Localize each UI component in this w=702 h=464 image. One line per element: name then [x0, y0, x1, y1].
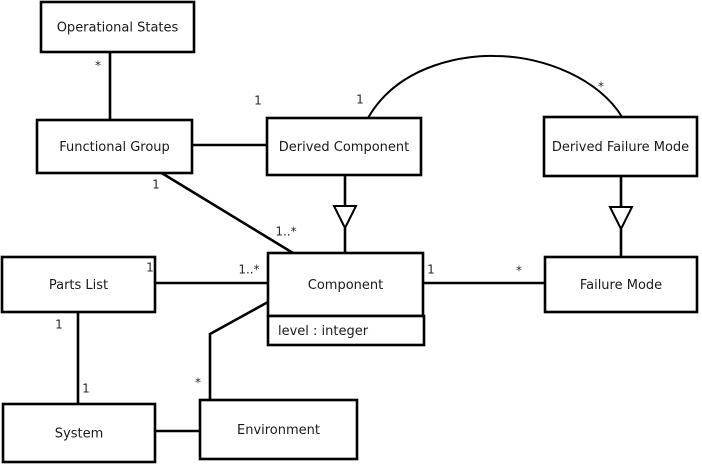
class-environment[interactable]: Environment	[198, 398, 359, 461]
class-name-environment: Environment	[237, 423, 320, 438]
association-environment-component	[208, 300, 269, 400]
multiplicity-layer: * 1 1 1..* 1 * 1 1..* 1 * 1 1 *	[55, 59, 604, 396]
generalization-triangle-derived-failure-mode	[608, 206, 634, 232]
class-name-functional-group: Functional Group	[59, 140, 170, 155]
class-box-system[interactable]	[1, 402, 157, 464]
multiplicity-component-failuremode-one: 1	[427, 263, 435, 277]
generalization-triangle-derived-component	[332, 205, 358, 231]
class-box-component[interactable]	[266, 251, 425, 318]
multiplicity-derivedfailuremode-arc-star: *	[598, 80, 604, 94]
class-name-system: System	[55, 427, 103, 442]
class-name-derived-failure-mode: Derived Failure Mode	[552, 140, 689, 155]
multiplicity-functionalgroup-component-one: 1	[152, 178, 160, 192]
class-system[interactable]: System	[1, 402, 157, 464]
class-failure-mode[interactable]: Failure Mode	[543, 255, 699, 314]
class-functional-group[interactable]: Functional Group	[35, 118, 194, 175]
class-box-environment[interactable]	[198, 398, 359, 461]
class-box-derived-component[interactable]	[265, 116, 423, 177]
multiplicity-partslist-component-onemany: 1..*	[238, 263, 259, 277]
class-name-derived-component: Derived Component	[279, 140, 410, 155]
class-box-operational-states[interactable]	[39, 0, 196, 54]
class-component[interactable]: Component level : integer	[266, 251, 426, 347]
class-derived-failure-mode[interactable]: Derived Failure Mode	[542, 115, 699, 178]
class-parts-list[interactable]: Parts List	[0, 255, 157, 314]
class-box-parts-list[interactable]	[0, 255, 157, 314]
class-box-functional-group[interactable]	[35, 118, 194, 175]
multiplicity-partslist-system-bottom-one: 1	[82, 382, 90, 396]
class-derived-component[interactable]: Derived Component	[265, 116, 423, 177]
class-name-failure-mode: Failure Mode	[580, 278, 662, 293]
association-derived-component-derived-failure-mode	[367, 54, 623, 119]
class-box-derived-failure-mode[interactable]	[542, 115, 699, 178]
class-attribute-component-level: level : integer	[278, 324, 369, 339]
multiplicity-derivedcomponent-arc-one: 1	[356, 93, 364, 107]
multiplicity-partslist-component-one: 1	[146, 261, 154, 275]
multiplicity-functionalgroup-derivedcomponent-one: 1	[254, 94, 262, 108]
class-box-failure-mode[interactable]	[543, 255, 699, 314]
multiplicity-opstates-functionalgroup-star: *	[95, 59, 101, 73]
class-name-component: Component	[308, 278, 383, 293]
generalizations-layer	[332, 175, 634, 257]
multiplicity-partslist-system-top-one: 1	[55, 318, 63, 332]
associations-layer	[76, 52, 623, 433]
class-attribute-compartment-component[interactable]	[266, 314, 426, 347]
class-name-operational-states: Operational States	[57, 21, 179, 36]
multiplicity-environment-component-star: *	[195, 376, 201, 390]
multiplicity-component-failuremode-star: *	[516, 264, 522, 278]
multiplicity-functionalgroup-component-onemany: 1..*	[275, 225, 296, 239]
class-name-parts-list: Parts List	[49, 278, 108, 293]
association-functional-group-component	[159, 170, 294, 255]
class-operational-states[interactable]: Operational States	[39, 0, 196, 54]
